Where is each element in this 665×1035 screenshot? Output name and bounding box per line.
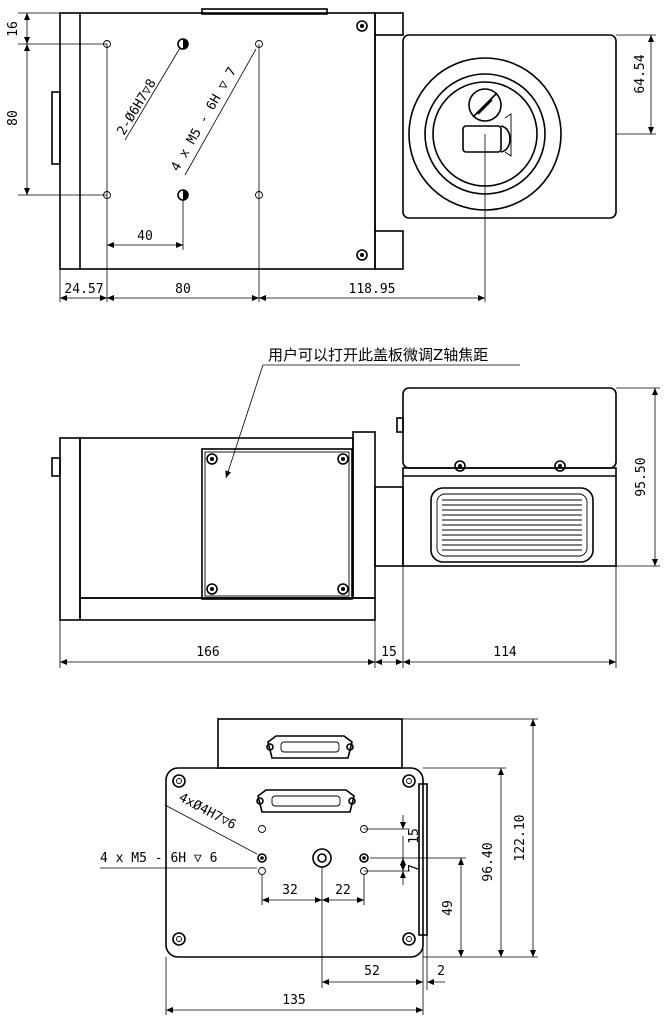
- side-view: 用户可以打开此盖板微调Z轴焦距 166 15 114 95.50: [51, 346, 660, 668]
- dim-122-10: 122.10: [513, 815, 528, 862]
- rear-mounting-holes: [257, 825, 369, 875]
- callout-rear-pin-holes: 4xØ4H7▽6: [176, 790, 238, 833]
- db25-connector-top: [266, 735, 354, 759]
- scan-head-housing: [402, 34, 617, 219]
- callout-rear-thread-holes: 4 x M5 - 6H ▽ 6: [100, 851, 217, 866]
- corner-screws: [356, 20, 368, 261]
- db25-connector-bottom: [256, 789, 356, 813]
- cover-screws: [206, 453, 349, 595]
- top-view: 16 80 40 24.57 80 118.95 64.54 2-Ø6H7▽8 …: [6, 8, 656, 302]
- dim-80-vertical: 80: [6, 110, 21, 126]
- dim-52: 52: [364, 964, 380, 979]
- scan-head-side: [402, 467, 617, 567]
- dim-95-50: 95.50: [634, 457, 649, 496]
- dim-16: 16: [6, 21, 21, 37]
- dim-22: 22: [335, 883, 351, 898]
- cover-note: 用户可以打开此盖板微调Z轴焦距: [268, 346, 488, 364]
- callout-pin-holes: 2-Ø6H7▽8: [115, 77, 160, 138]
- dim-2: 2: [437, 964, 445, 979]
- rear-view: 4xØ4H7▽6 4 x M5 - 6H ▽ 6: [100, 718, 538, 1015]
- dim-166: 166: [196, 645, 219, 660]
- dim-135: 135: [282, 993, 305, 1008]
- callout-thread-holes: 4 x M5 - 6H ▽ 7: [168, 65, 240, 174]
- dim-49: 49: [441, 900, 456, 916]
- rear-main-plate: [165, 767, 424, 958]
- dim-24-57: 24.57: [64, 282, 103, 297]
- access-cover: [201, 448, 353, 600]
- dim-rear-15: 15: [407, 828, 422, 844]
- dim-40: 40: [137, 229, 153, 244]
- dim-80-horizontal: 80: [175, 282, 191, 297]
- rear-corner-screws: [172, 774, 416, 946]
- vent-grille: [430, 487, 594, 563]
- dim-32: 32: [282, 883, 298, 898]
- dim-118-95: 118.95: [349, 282, 396, 297]
- dim-rear-7: 7: [407, 864, 422, 872]
- dim-64-54: 64.54: [633, 54, 648, 93]
- dim-96-40: 96.40: [481, 842, 496, 881]
- rear-upper-block: [217, 718, 403, 769]
- dim-15-gap: 15: [381, 645, 397, 660]
- dim-114: 114: [493, 645, 517, 660]
